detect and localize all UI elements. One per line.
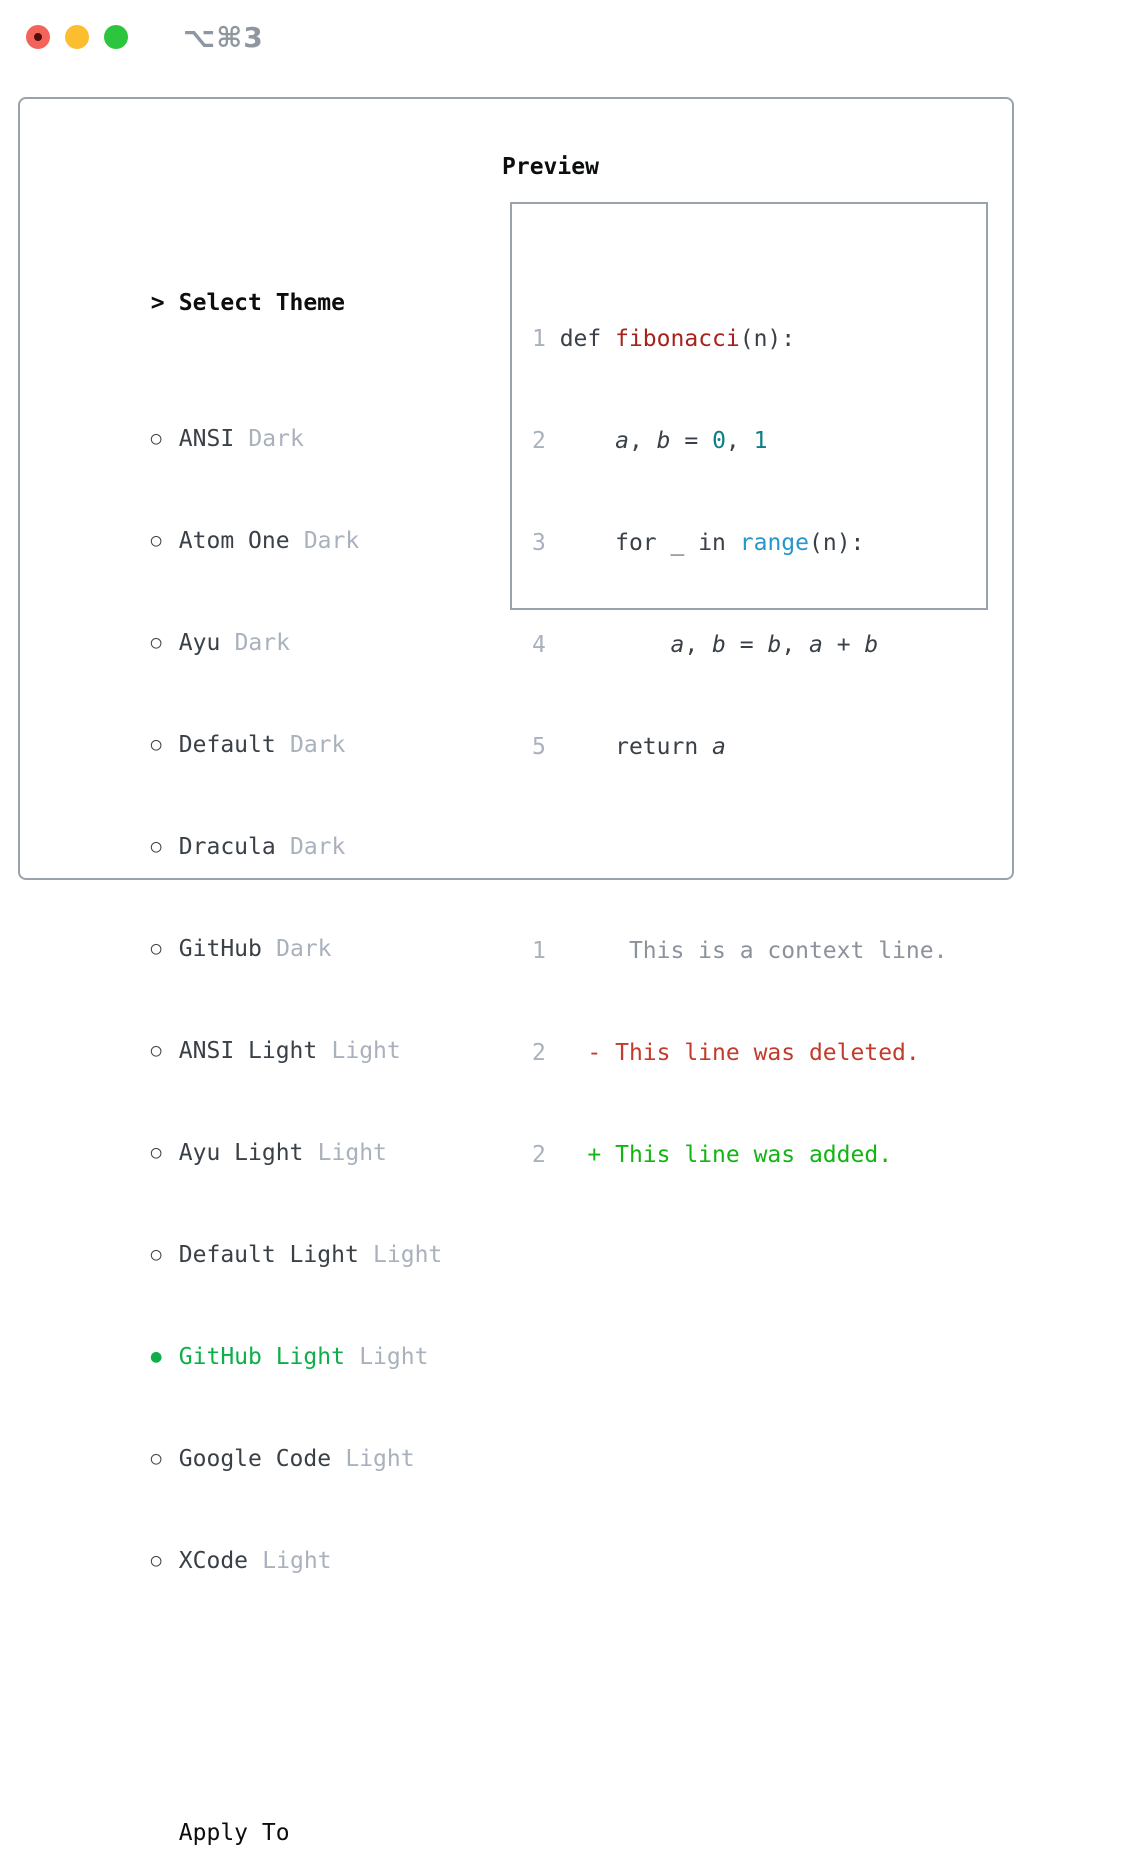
diff-line-deleted: 2 - This line was deleted. [532, 1040, 920, 1066]
code-line-5: 5 return a [532, 734, 726, 760]
spacer-row [40, 1646, 490, 1680]
apply-to-header: Apply To [40, 1782, 490, 1846]
close-dot-icon [34, 33, 42, 41]
radio-icon: ○ [150, 836, 162, 857]
code-line-4: 4 a, b = b, a + b [532, 632, 879, 658]
radio-icon: ○ [150, 530, 162, 551]
preview-section: Preview 1 def fibonacci(n): 2 a, b = 0, … [502, 150, 988, 1168]
code-line-2: 2 a, b = 0, 1 [532, 428, 768, 454]
select-theme-header: > Select Theme [40, 252, 490, 316]
apply-to-title: Apply To [178, 1820, 290, 1846]
preview-title: Preview [502, 154, 599, 180]
code-line-3: 3 for _ in range(n): [532, 530, 865, 556]
radio-icon: ○ [150, 1142, 162, 1163]
radio-icon: ○ [150, 428, 162, 449]
radio-icon: ○ [150, 1448, 162, 1469]
diff-line-added: 2 + This line was added. [532, 1142, 893, 1168]
radio-icon: ○ [150, 632, 162, 653]
window-shortcut-title: ⌥⌘3 [183, 20, 264, 54]
diff-line-context: 1 This is a context line. [532, 938, 948, 964]
radio-icon: ○ [150, 1040, 162, 1061]
close-button-icon[interactable] [26, 25, 50, 49]
radio-icon: ○ [150, 938, 162, 959]
radio-icon: ○ [150, 1550, 162, 1571]
blank-line [532, 832, 986, 866]
radio-icon: ○ [150, 1244, 162, 1265]
preview-box: 1 def fibonacci(n): 2 a, b = 0, 1 3 for … [510, 202, 988, 1168]
code-line-1: 1 def fibonacci(n): [532, 326, 796, 352]
minimize-button-icon[interactable] [65, 25, 89, 49]
maximize-button-icon[interactable] [104, 25, 128, 49]
select-theme-title: Select Theme [178, 290, 345, 316]
titlebar: ⌥⌘3 [26, 21, 264, 54]
radio-selected-icon: ● [150, 1346, 162, 1367]
radio-icon: ○ [150, 734, 162, 755]
prompt-arrow-icon: > [150, 290, 165, 316]
